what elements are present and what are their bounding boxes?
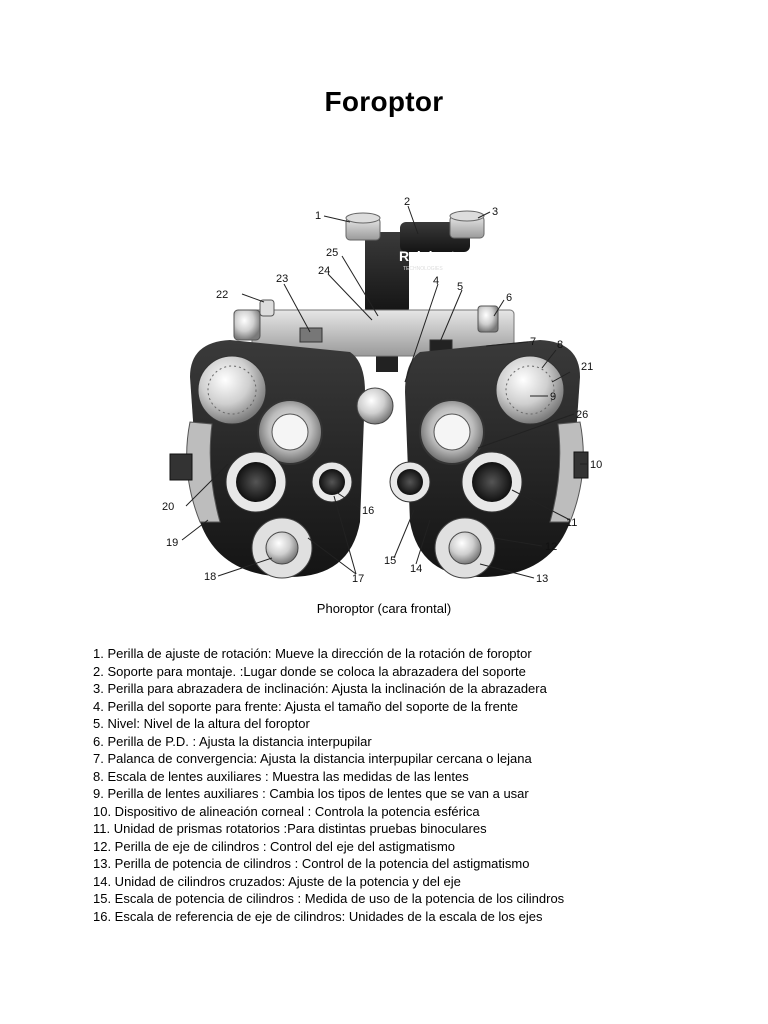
list-item: 8. Escala de lentes auxiliares : Muestra… [93, 768, 469, 784]
callout-2: 2 [404, 196, 410, 208]
callout-3: 3 [492, 206, 498, 218]
callout-12: 12 [545, 541, 557, 553]
callout-leaders [181, 205, 588, 579]
callout-1: 1 [315, 210, 321, 222]
callout-18: 18 [204, 571, 216, 583]
figure-caption: Phoroptor (cara frontal) [316, 601, 452, 616]
forehead-knob [356, 387, 394, 425]
callout-10: 10 [590, 459, 602, 471]
brand-logo: Reichert [399, 248, 455, 264]
list-item: 12. Perilla de eje de cilindros : Contro… [93, 838, 456, 854]
callout-15: 15 [384, 555, 396, 567]
phoroptor-illustration: Reichert TECHNOLOGIES [162, 196, 602, 585]
callout-13: 13 [536, 573, 548, 585]
callout-20: 20 [162, 501, 174, 513]
list-item: 3. Perilla para abrazadera de inclinació… [93, 681, 547, 696]
left-housing [169, 340, 365, 579]
list-item: 14. Unidad de cilindros cruzados: Ajuste… [93, 873, 461, 889]
list-item: 13. Perilla de potencia de cilindros : C… [93, 856, 530, 871]
list-item: 15. Escala de potencia de cilindros : Me… [93, 891, 565, 906]
list-item: 4. Perilla del soporte para frente: Ajus… [93, 698, 518, 714]
callout-17: 17 [352, 573, 364, 585]
list-item: 10. Dispositivo de alineación corneal : … [93, 803, 480, 819]
right-housing [389, 340, 589, 579]
list-item: 5. Nivel: Nivel de la altura del foropto… [93, 716, 310, 731]
callout-11: 11 [566, 517, 577, 529]
list-item: 11. Unidad de prismas rotatorios :Para d… [93, 821, 487, 836]
callout-7: 7 [530, 336, 536, 348]
callout-24: 24 [318, 265, 330, 277]
callout-21: 21 [581, 361, 593, 373]
callout-23: 23 [276, 273, 288, 285]
list-item: 2. Soporte para montaje. :Lugar donde se… [93, 663, 526, 679]
list-item: 7. Palanca de convergencia: Ajusta la di… [93, 751, 532, 766]
list-item: 9. Perilla de lentes auxiliares : Cambia… [93, 786, 529, 801]
callout-22: 22 [216, 289, 228, 301]
callout-4: 4 [433, 275, 439, 287]
callout-5: 5 [457, 281, 463, 293]
component-list: 1. Perilla de ajuste de rotación: Mueve … [93, 645, 733, 925]
list-item: 6. Perilla de P.D. : Ajusta la distancia… [93, 733, 372, 749]
page-title: Foroptor [324, 86, 444, 117]
callout-19: 19 [166, 537, 178, 549]
callout-9: 9 [550, 391, 556, 403]
callout-labels: 1 2 3 4 5 6 7 8 9 10 11 12 13 14 15 16 1… [162, 196, 602, 585]
phoroptor-figure: Reichert TECHNOLOGIES [160, 192, 610, 592]
list-item: 1. Perilla de ajuste de rotación: Mueve … [93, 646, 532, 661]
callout-26: 26 [576, 409, 588, 421]
callout-8: 8 [557, 339, 563, 351]
list-item: 16. Escala de referencia de eje de cilin… [93, 908, 543, 924]
brand-subtitle: TECHNOLOGIES [403, 266, 443, 272]
callout-14: 14 [410, 563, 422, 575]
callout-25: 25 [326, 247, 338, 259]
callout-6: 6 [506, 292, 512, 304]
callout-16: 16 [362, 505, 374, 517]
